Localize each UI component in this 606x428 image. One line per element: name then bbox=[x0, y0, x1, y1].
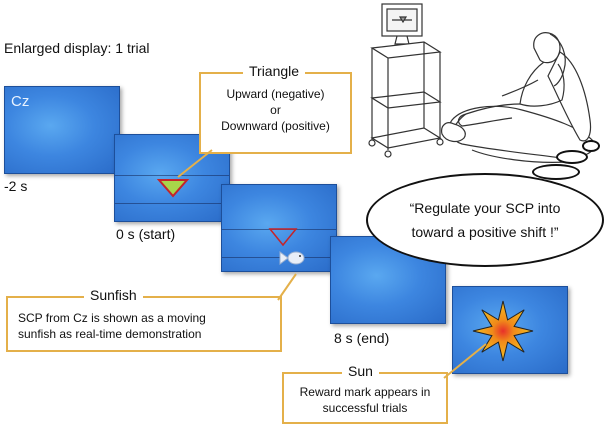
time-label-baseline: -2 s bbox=[4, 178, 28, 194]
sunfish-callout-line: sunfish as real-time demonstration bbox=[18, 327, 202, 341]
thought-bubble-large bbox=[532, 164, 580, 180]
cz-channel-label: Cz bbox=[11, 93, 30, 110]
screen-panel-baseline: Cz bbox=[4, 86, 120, 174]
time-label-end: 8 s (end) bbox=[334, 330, 390, 346]
instruction-line: “Regulate your SCP into bbox=[409, 200, 561, 216]
triangle-down-icon bbox=[156, 179, 190, 198]
instruction-speech-bubble: “Regulate your SCP into toward a positiv… bbox=[366, 173, 604, 267]
participant-illustration bbox=[368, 3, 596, 163]
sun-callout-line: successful trials bbox=[322, 401, 408, 415]
lower-threshold-line bbox=[222, 257, 336, 258]
upper-threshold-line bbox=[115, 175, 229, 176]
lower-threshold-line bbox=[115, 203, 229, 204]
sun-callout: Sun Reward mark appears in successful tr… bbox=[282, 363, 448, 424]
triangle-callout-line: Upward (negative) bbox=[226, 87, 325, 101]
page-title: Enlarged display: 1 trial bbox=[4, 40, 150, 56]
screen-panel-feedback bbox=[221, 184, 337, 272]
screen-panel-reward bbox=[452, 286, 568, 374]
triangle-outline-icon bbox=[268, 228, 298, 247]
instruction-line: toward a positive shift !” bbox=[411, 224, 559, 240]
sunfish-callout: Sunfish SCP from Cz is shown as a moving… bbox=[6, 287, 282, 352]
triangle-callout-line: Downward (positive) bbox=[221, 119, 330, 133]
triangle-callout-line: or bbox=[270, 103, 281, 117]
sun-callout-line: Reward mark appears in bbox=[299, 385, 431, 399]
thought-bubble-medium bbox=[556, 150, 588, 164]
sunfish-icon bbox=[279, 251, 305, 265]
sun-icon bbox=[472, 300, 534, 362]
triangle-callout: Triangle Upward (negative) or Downward (… bbox=[199, 63, 352, 154]
thought-bubble-small bbox=[582, 140, 600, 152]
time-label-start: 0 s (start) bbox=[116, 226, 176, 242]
triangle-callout-title: Triangle bbox=[243, 63, 306, 79]
sunfish-callout-line: SCP from Cz is shown as a moving bbox=[18, 311, 206, 325]
sunfish-callout-title: Sunfish bbox=[84, 287, 143, 303]
sun-callout-title: Sun bbox=[342, 363, 379, 379]
